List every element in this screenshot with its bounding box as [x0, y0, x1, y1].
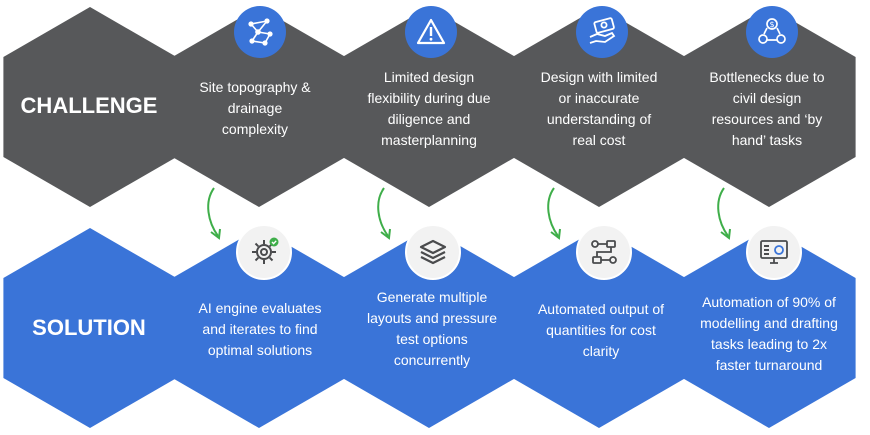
layers-icon	[405, 224, 461, 280]
challenge-item-text: Site topography & drainage complexity	[199, 78, 311, 137]
money-hand-icon	[576, 6, 628, 58]
challenge-hexagon	[172, 7, 346, 207]
down-arrow-icon	[717, 187, 729, 237]
challenge-item-text: Bottlenecks due to civil design resource…	[709, 69, 825, 148]
down-arrow-icon	[207, 187, 219, 237]
solution-hexagon	[172, 228, 346, 428]
solution-hexagon	[342, 228, 516, 428]
arrow-head-icon	[550, 228, 561, 240]
arrow-head-icon	[720, 228, 731, 240]
solution-item-text: AI engine evaluates and iterates to find…	[198, 299, 322, 358]
arrow-head-icon	[210, 228, 221, 240]
warning-triangle-icon	[405, 6, 457, 58]
solution-item-text: Automated output of quantities for cost …	[537, 300, 665, 359]
arrow-head-icon	[380, 228, 391, 240]
solution-hexagon	[512, 228, 686, 428]
workflow-icon	[576, 224, 632, 280]
monitor-dashboard-icon	[746, 224, 802, 280]
solution-row-label: SOLUTION	[32, 315, 146, 340]
challenge-label-hexagon	[3, 7, 177, 207]
ai-gear-icon	[236, 224, 292, 280]
challenge-item-text: Design with limited or inaccurate unders…	[540, 69, 658, 148]
solution-item-text: Automation of 90% of modelling and draft…	[700, 294, 838, 373]
challenge-item-text: Limited design flexibility during due di…	[367, 69, 491, 148]
solution-hexagon	[682, 228, 856, 428]
resources-cycle-icon: $	[746, 6, 798, 58]
challenge-hexagon	[342, 7, 516, 207]
challenge-hexagon	[682, 7, 856, 207]
network-nodes-icon	[234, 6, 286, 58]
down-arrow-icon	[547, 187, 559, 237]
challenge-hexagon	[512, 7, 686, 207]
solution-label-hexagon	[3, 228, 177, 428]
svg-text:$: $	[769, 20, 774, 29]
down-arrow-icon	[377, 187, 389, 237]
challenge-row-label: CHALLENGE	[20, 93, 158, 118]
solution-item-text: Generate multiple layouts and pressure t…	[367, 289, 497, 368]
